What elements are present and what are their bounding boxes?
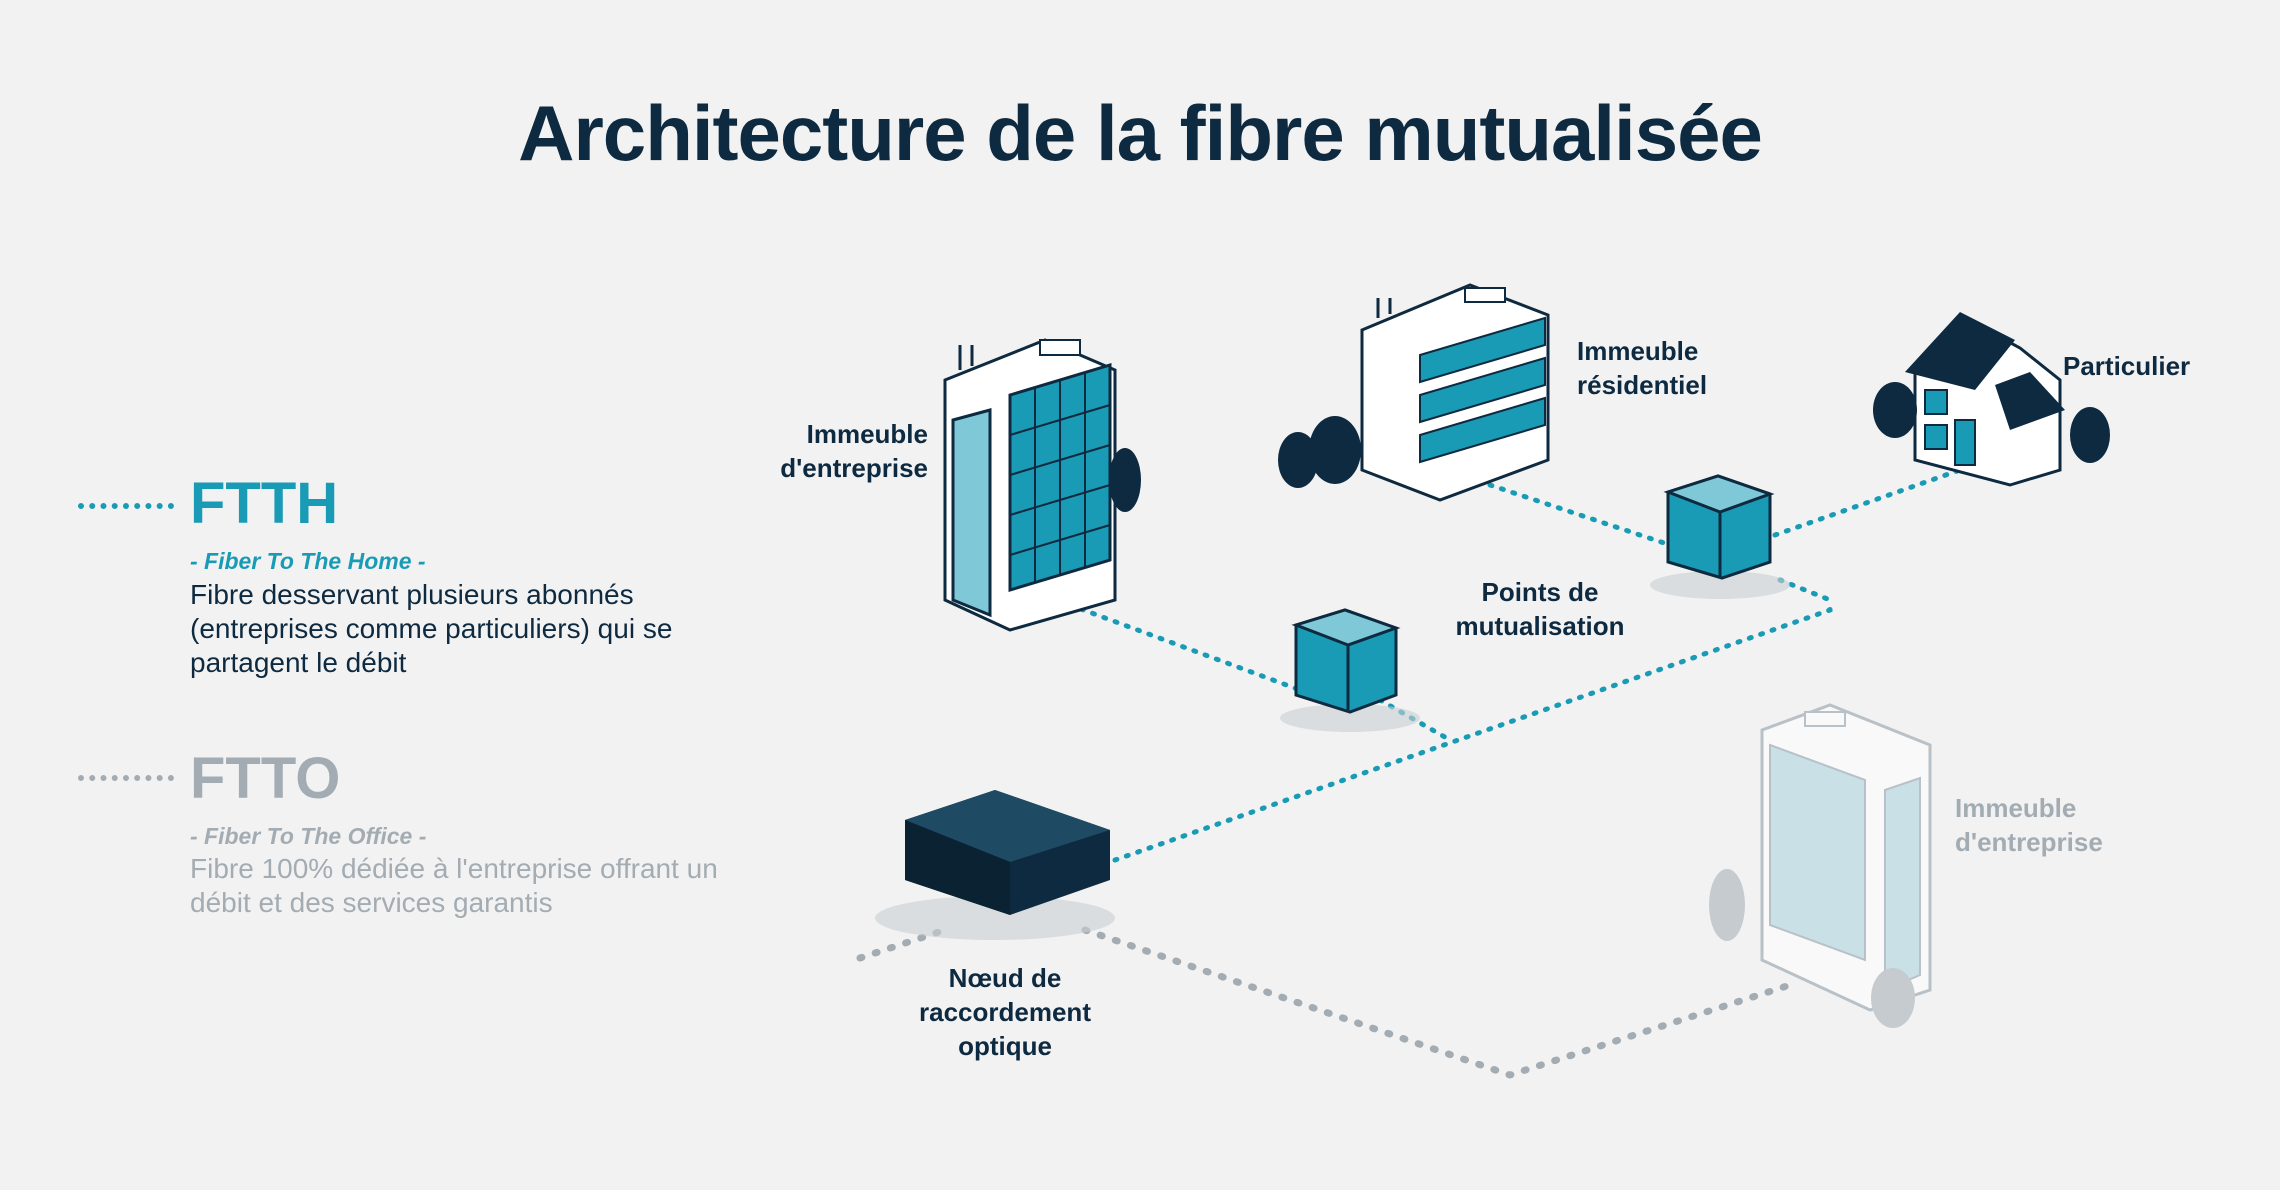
ftth-line-sample [78,503,174,509]
house-icon [1905,312,2065,487]
enterprise-building-icon [943,338,1117,632]
ftth-link-pm2-to-house [1772,467,1963,538]
ftth-link-pm2-to-junction [1777,577,1833,603]
label-enterprise-building: Immeuble d'entreprise [780,419,928,483]
ftth-connections [1067,467,1963,863]
tree-icons [1109,382,2110,512]
ftth-label: FTTH [190,471,339,536]
residential-building-icon [1360,283,1550,502]
label-residential-building: Immeuble résidentiel [1577,336,1708,400]
pooling-point-icon-1 [1280,608,1420,732]
label-enterprise-building-ftto: Immeuble d'entreprise [1955,793,2103,857]
page-title: Architecture de la fibre mutualisée [518,89,1763,177]
ftto-line-sample [78,775,174,781]
optical-node-icon [875,790,1115,940]
ftto-link-node-to-enterprise [1081,926,1794,1079]
ftto-link-left [856,926,949,962]
label-optical-node: Nœud de raccordement optique [919,963,1091,1061]
pooling-point-icon-2 [1650,474,1790,599]
ftth-description: Fibre desservant plusieurs abonnés (entr… [190,579,673,678]
ftto-subtitle: - Fiber To The Office - [190,823,427,849]
ftto-label: FTTO [190,746,341,811]
label-private-house: Particulier [2063,351,2191,381]
ftto-connections [856,926,1794,1079]
label-pooling-points: Points de mutualisation [1455,577,1625,641]
ftth-link-node-to-junction [1112,597,1833,863]
ftth-link-enterprise-to-pm [1067,602,1303,693]
ftth-link-residential-to-pm2 [1487,482,1673,548]
ftth-subtitle: - Fiber To The Home - [190,548,426,574]
ftto-description: Fibre 100% dédiée à l'entreprise offrant… [190,853,718,918]
enterprise-building-ftto-icon [1709,703,1932,1028]
